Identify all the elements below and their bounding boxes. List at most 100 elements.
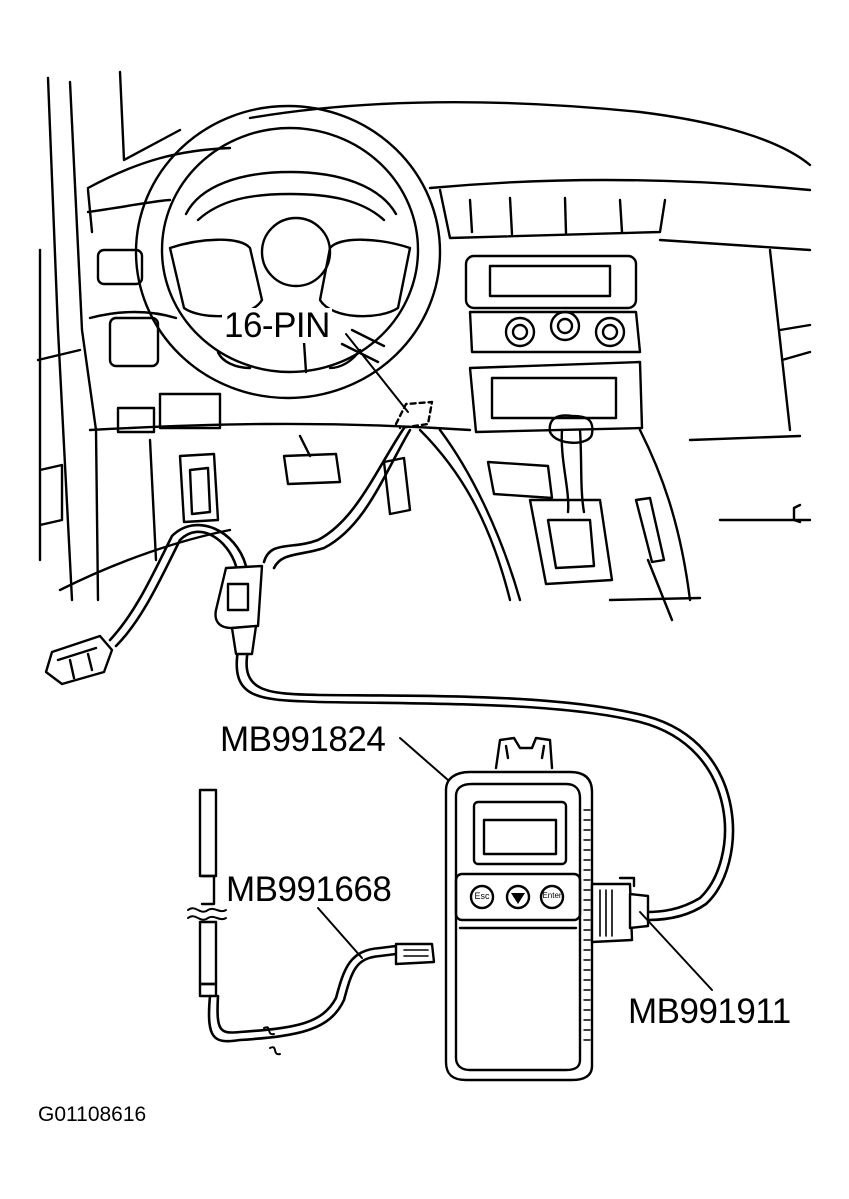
left-switch-upper (96, 248, 144, 286)
right-floor-bracket (792, 503, 802, 524)
accelerator-pedal (382, 456, 412, 516)
wheel-hub (168, 238, 264, 318)
parking-brake (634, 496, 674, 622)
climate-knob-center (549, 310, 581, 342)
main-cable-a (262, 426, 406, 564)
steering-wheel-rim-outer (134, 104, 442, 400)
mb991911-leader (639, 911, 713, 991)
climate-knob-center-inner (556, 317, 574, 335)
shift-gate (528, 498, 614, 586)
vci-unit (394, 736, 650, 1082)
vci-down-button (505, 884, 531, 910)
climate-knob-left (504, 316, 536, 348)
dashboard-crest (86, 146, 812, 192)
windshield-edge (118, 70, 182, 162)
shift-lever (560, 428, 586, 514)
probe-ferrule (198, 982, 218, 998)
enter-button-label: Enter (542, 891, 562, 900)
vci-button-panel (454, 872, 582, 922)
a-pillar-inner (68, 80, 98, 432)
probe-cable-upper-taper (200, 874, 216, 906)
lower-left-panel (94, 428, 158, 602)
main-cable-b (272, 428, 412, 570)
probe-cable (187, 788, 227, 998)
side-connector-plug (628, 892, 650, 930)
console-tray (486, 460, 554, 500)
mb991668-label: MB991668 (224, 870, 394, 909)
steering-column (340, 328, 386, 364)
radio-unit (464, 254, 638, 310)
vci-down-arrow-icon (511, 893, 525, 904)
vci-screen (482, 818, 558, 856)
climate-knob-left-inner (511, 323, 529, 341)
branch-cable-b (108, 523, 248, 642)
clutch-area (178, 452, 220, 524)
spare-connector (44, 634, 114, 686)
diagnostic-port (345, 333, 434, 430)
climate-knob-right-inner (601, 323, 619, 341)
vci-cable-b (245, 648, 735, 922)
splitter-label-box (226, 582, 250, 612)
dashboard-top (248, 101, 812, 167)
door-trim (36, 248, 82, 562)
spare-connector-detail (56, 646, 98, 680)
usb-cable-b (216, 944, 398, 1034)
mb991911-label: MB991911 (626, 992, 793, 1031)
steering-wheel-rim-inner (160, 126, 420, 374)
wheel-top-spoke-inner (196, 192, 386, 222)
usb-cable-a (207, 952, 398, 1043)
y-splitter (214, 564, 264, 656)
probe-cable-mid (198, 920, 218, 986)
side-connector-latch (618, 876, 636, 888)
shift-knob (548, 414, 594, 444)
usb-plug (394, 942, 436, 966)
branch-cable-a (114, 530, 238, 648)
leader-lines (317, 737, 713, 991)
dash-right (658, 238, 812, 432)
splitter-body (214, 564, 264, 630)
fuse-cover (116, 406, 156, 434)
connector-label: 16-PIN (222, 306, 332, 345)
cables (108, 426, 735, 1056)
usb-break-mark (263, 1026, 281, 1056)
brake-pedal (282, 434, 342, 486)
side-connector-ribs (599, 889, 613, 937)
knee-panel (88, 310, 472, 432)
vci-body-edge (454, 782, 582, 1072)
dash-center-upper (438, 188, 667, 240)
climate-panel (468, 310, 642, 354)
mb991668-leader (317, 907, 363, 959)
steering-wheel (134, 104, 442, 400)
vci-side-grip (583, 809, 591, 1041)
esc-button-label: Esc (474, 891, 490, 901)
vci-body (444, 770, 594, 1082)
probe-cable-break (187, 907, 227, 921)
wheel-top-spoke (184, 170, 398, 216)
radio-display (488, 264, 612, 298)
vci-top-clip (494, 736, 554, 770)
left-vent (108, 316, 160, 368)
mb991824-leader (399, 737, 449, 781)
horn-pad (260, 216, 332, 288)
center-console-upper (468, 360, 644, 434)
port-outline (394, 400, 434, 430)
console-panel (490, 376, 618, 420)
wheel-hub-right (318, 238, 412, 318)
wheel-lower-spokes (216, 340, 362, 374)
figure-id: G01108616 (38, 1103, 147, 1126)
connector-leader-line (345, 333, 409, 413)
dashboard-lower-top (86, 188, 172, 234)
splitter-tail (230, 624, 258, 656)
mb991824-label: MB991824 (218, 720, 388, 759)
vci-enter-button (539, 884, 565, 910)
usb-plug-detail (403, 949, 429, 957)
vci-cable-a (235, 648, 727, 914)
console-floor (438, 428, 692, 602)
probe-cable-upper (198, 788, 218, 878)
vci-screen-bezel (472, 800, 568, 866)
vci-esc-button (469, 884, 495, 910)
spare-connector-body (44, 634, 114, 686)
dash-vents (468, 196, 624, 236)
